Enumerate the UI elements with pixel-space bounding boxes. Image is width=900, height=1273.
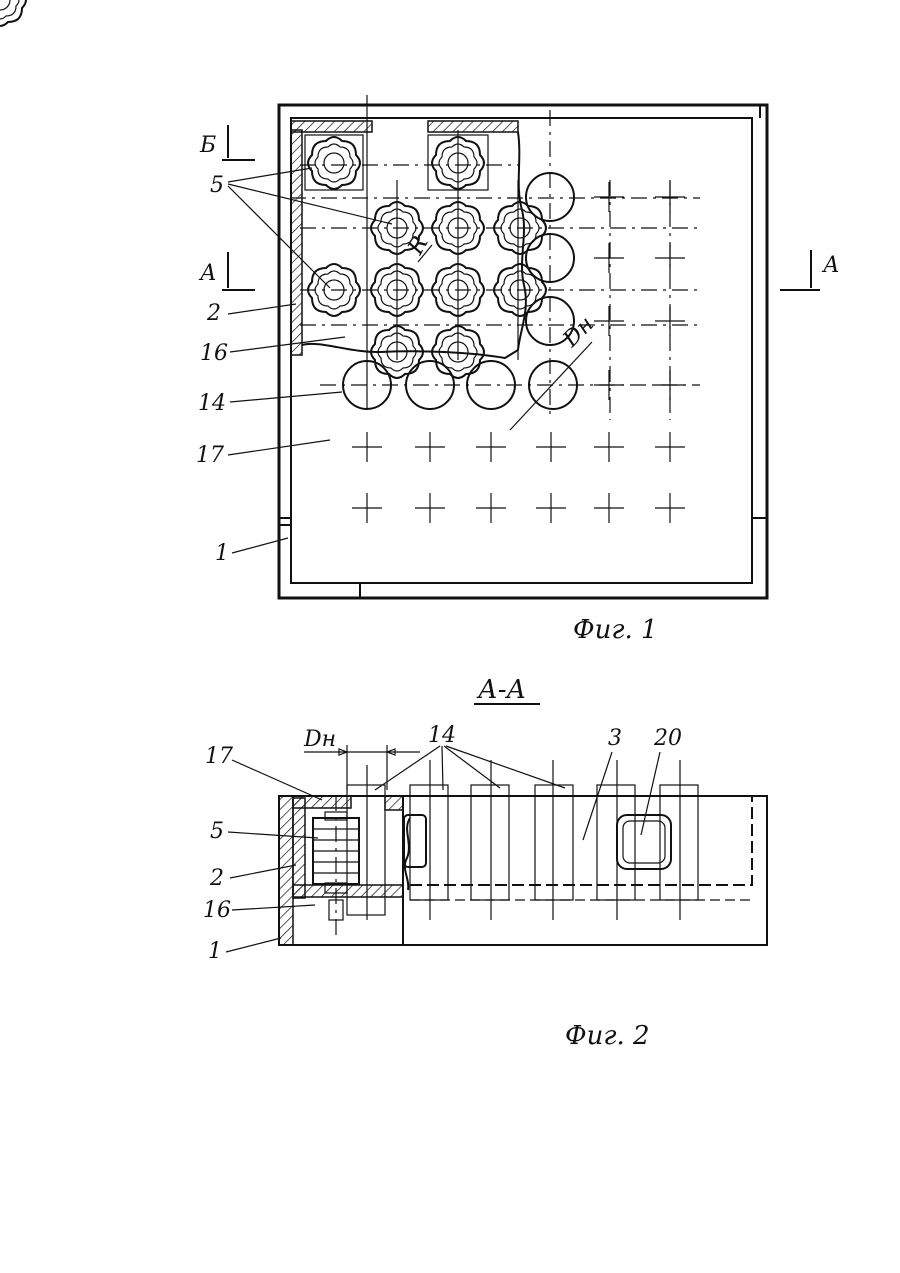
section-mark-b: Б: [199, 133, 216, 158]
callout-2-fig2: 2: [209, 866, 224, 891]
top-wall-strip-right: [428, 121, 518, 132]
diameter-label-fig1: Dн: [558, 312, 599, 353]
elements-5: [0, 0, 26, 26]
callout-5-fig2: 5: [210, 819, 224, 844]
callout-5: 5: [210, 173, 224, 198]
callout-2: 2: [206, 301, 221, 326]
callout-14: 14: [198, 391, 226, 416]
rounding-label: R: [403, 232, 433, 260]
callout-17-fig2: 17: [205, 744, 233, 769]
callout-1-fig2: 1: [208, 939, 222, 964]
section-a-a-title: А-А: [476, 675, 526, 705]
callout-20-fig2: 20: [653, 726, 682, 751]
figure-1-plan-view: Dн R Б А А 5 2 16 14 17 1 Фиг. 1: [0, 0, 840, 645]
callout-14-fig2: 14: [428, 723, 456, 748]
top-wall-strip-left: [291, 121, 372, 132]
section-mark-a-left: А: [198, 261, 217, 286]
callout-1: 1: [215, 541, 229, 566]
callout-17: 17: [196, 443, 224, 468]
callout-16-fig2: 16: [203, 898, 231, 923]
diameter-label-fig2: Dн: [303, 727, 336, 752]
wall-part-2: [291, 130, 302, 355]
figure-1-caption: Фиг. 1: [573, 615, 658, 645]
callout-3-fig2: 3: [608, 726, 622, 751]
figure-2-section-view: А-А: [203, 675, 767, 1051]
channel-3: [410, 796, 752, 885]
housing-outer-frame: [279, 105, 767, 598]
callout-16: 16: [200, 341, 228, 366]
figure-2-caption: Фиг. 2: [565, 1021, 650, 1051]
section-mark-a-right: А: [821, 253, 840, 278]
